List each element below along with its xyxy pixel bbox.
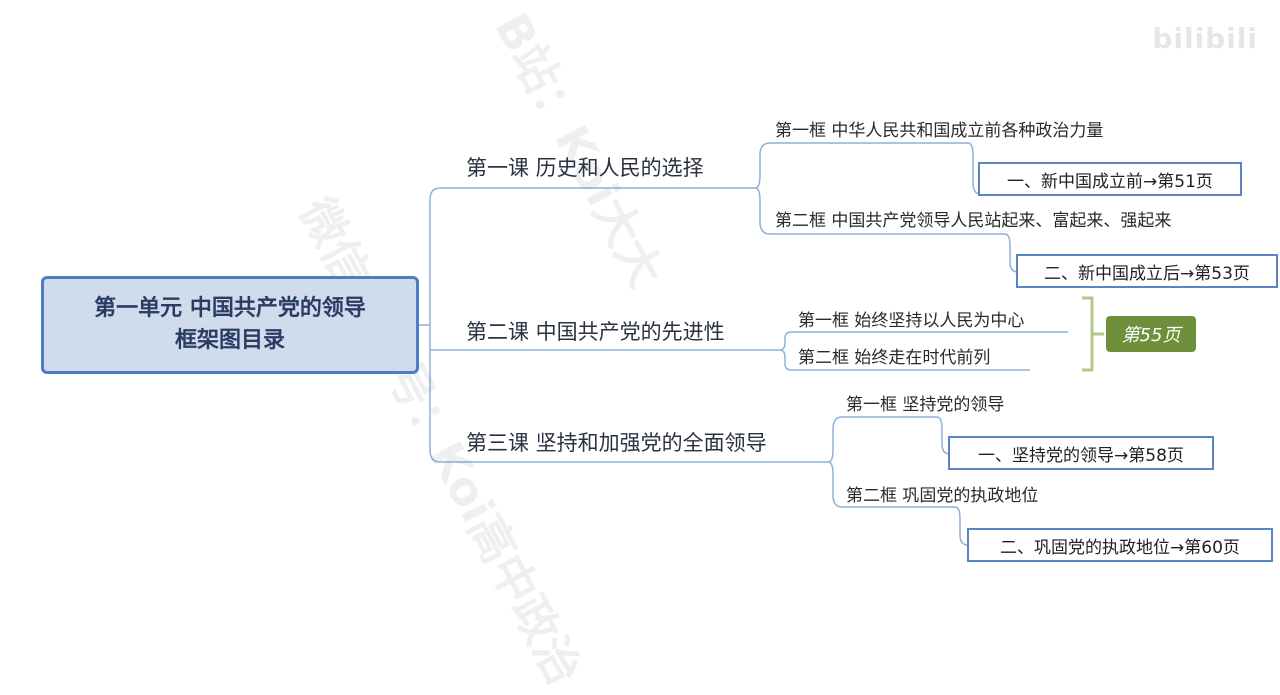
lesson-1-frame-1: 第一框 中华人民共和国成立前各种政治力量 bbox=[775, 121, 1104, 141]
page-box-53: 二、新中国成立后→第53页 bbox=[1016, 254, 1278, 288]
bilibili-logo: bilibili bbox=[1152, 22, 1258, 55]
page-tag-55: 第55页 bbox=[1106, 316, 1196, 352]
page-box-58: 一、坚持党的领导→第58页 bbox=[948, 436, 1214, 470]
lesson-3: 第三课 坚持和加强党的全面领导 bbox=[466, 431, 767, 455]
root-title-line1: 第一单元 中国共产党的领导 bbox=[94, 296, 366, 321]
lesson-2-frame-2: 第二框 始终走在时代前列 bbox=[798, 348, 991, 368]
lesson-3-frame-2: 第二框 巩固党的执政地位 bbox=[846, 486, 1039, 506]
page-box-51: 一、新中国成立前→第51页 bbox=[978, 162, 1242, 196]
lesson-2: 第二课 中国共产党的先进性 bbox=[466, 320, 725, 344]
lesson-1: 第一课 历史和人民的选择 bbox=[466, 156, 704, 180]
root-topic: 第一单元 中国共产党的领导 框架图目录 bbox=[41, 276, 419, 374]
page-box-60: 二、巩固党的执政地位→第60页 bbox=[967, 528, 1273, 562]
lesson-3-frame-1: 第一框 坚持党的领导 bbox=[846, 395, 1005, 415]
lesson-1-frame-2: 第二框 中国共产党领导人民站起来、富起来、强起来 bbox=[775, 211, 1172, 231]
root-title-line2: 框架图目录 bbox=[174, 328, 285, 353]
bracket bbox=[1082, 296, 1104, 372]
lesson-2-frame-1: 第一框 始终坚持以人民为中心 bbox=[798, 311, 1025, 331]
